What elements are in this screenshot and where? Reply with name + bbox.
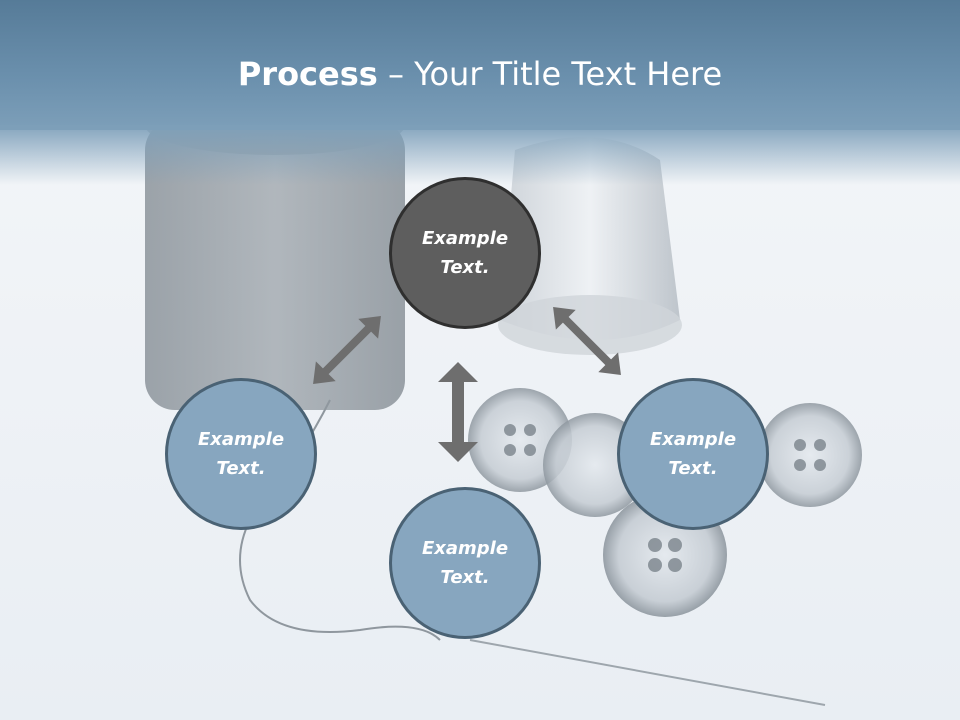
title-bold: Process [237, 55, 378, 93]
node-label: Example Text. [649, 429, 737, 479]
title-bar [0, 0, 960, 130]
title-bar-fade [0, 125, 960, 185]
node-label: Example Text. [197, 429, 285, 479]
title-rest: – Your Title Text Here [377, 55, 723, 93]
process-node-bottom[interactable]: Example Text. [389, 487, 541, 639]
node-label: Example Text. [421, 228, 509, 278]
slide-title: Process – Your Title Text Here [0, 52, 960, 96]
process-node-top[interactable]: Example Text. [389, 177, 541, 329]
process-node-right[interactable]: Example Text. [617, 378, 769, 530]
node-label: Example Text. [421, 538, 509, 588]
process-node-left[interactable]: Example Text. [165, 378, 317, 530]
